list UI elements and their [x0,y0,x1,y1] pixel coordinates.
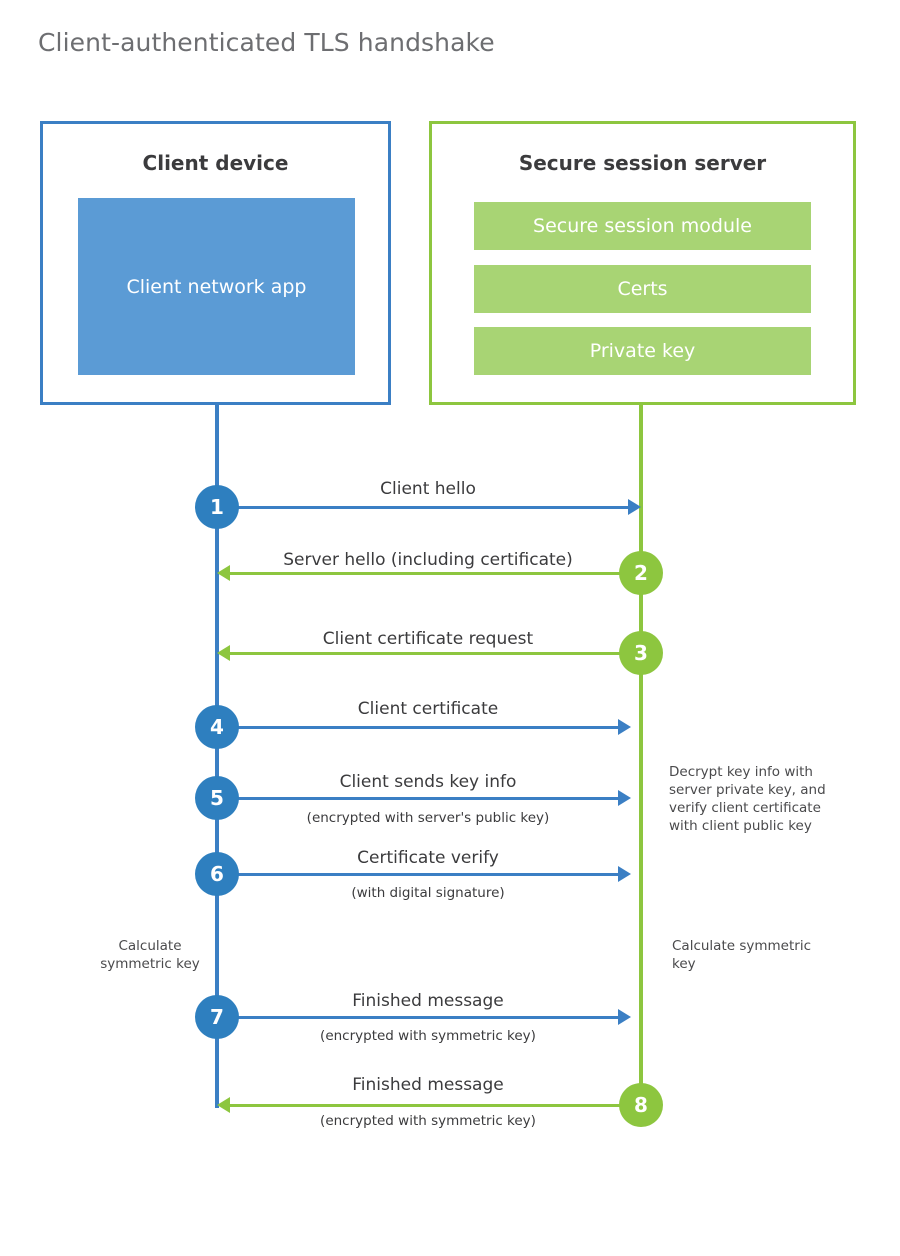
step-5-label: Client sends key info [339,772,517,792]
step-4-label: Client certificate [357,699,499,719]
step-3-circle[interactable]: 3 [619,631,663,675]
step-4-circle[interactable]: 4 [195,705,239,749]
step-7-arrow-head [618,1009,631,1025]
step-4-arrow-head [618,719,631,735]
step-5-circle[interactable]: 5 [195,776,239,820]
step-6-circle[interactable]: 6 [195,852,239,896]
step-6-arrow-head [618,866,631,882]
step-6-sublabel: (with digital signature) [351,885,505,901]
step-1-label: Client hello [380,479,476,499]
step-8-sublabel: (encrypted with symmetric key) [320,1113,536,1129]
step-2-arrow-head [217,565,230,581]
step-3-arrow-line [230,652,640,655]
step-4-arrow-line [217,726,619,729]
client-calculate-symmetric-key-annotation: Calculate symmetric key [100,938,200,972]
secure-session-server-title: Secure session server [518,151,767,175]
step-7-arrow-line [217,1016,619,1019]
server-component-private-key: Private key [474,327,811,375]
step-6-arrow-line [217,873,619,876]
step-2-arrow-line [230,572,640,575]
server-lifeline [639,405,643,1106]
page-title: Client-authenticated TLS handshake [38,28,495,57]
step-8-arrow-head [217,1097,230,1113]
step-5-sublabel: (encrypted with server's public key) [306,810,550,826]
server-calculate-symmetric-key-annotation: Calculate symmetric key [672,938,811,972]
step-7-sublabel: (encrypted with symmetric key) [320,1028,536,1044]
step-5-arrow-head [618,790,631,806]
step-8-circle[interactable]: 8 [619,1083,663,1127]
step-1-arrow-head [628,499,641,515]
client-lifeline [215,405,219,1108]
step-2-label: Server hello (including certificate) [283,550,573,570]
client-device-title: Client device [142,151,289,175]
step-3-arrow-head [217,645,230,661]
server-component-certs: Certs [474,265,811,313]
step-7-circle[interactable]: 7 [195,995,239,1039]
step-1-arrow-line [217,506,629,509]
client-device-box: Client device Client network app [40,121,391,405]
step-8-label: Finished message [352,1075,504,1095]
client-network-app-block: Client network app [78,198,355,375]
step-5-arrow-line [217,797,619,800]
step-7-label: Finished message [352,991,504,1011]
server-decrypt-annotation: Decrypt key info with server private key… [669,764,826,834]
secure-session-server-box: Secure session server Secure session mod… [429,121,856,405]
step-1-circle[interactable]: 1 [195,485,239,529]
step-8-arrow-line [230,1104,640,1107]
step-2-circle[interactable]: 2 [619,551,663,595]
step-6-label: Certificate verify [357,848,499,868]
server-component-secure-session-module: Secure session module [474,202,811,250]
step-3-label: Client certificate request [322,629,534,649]
